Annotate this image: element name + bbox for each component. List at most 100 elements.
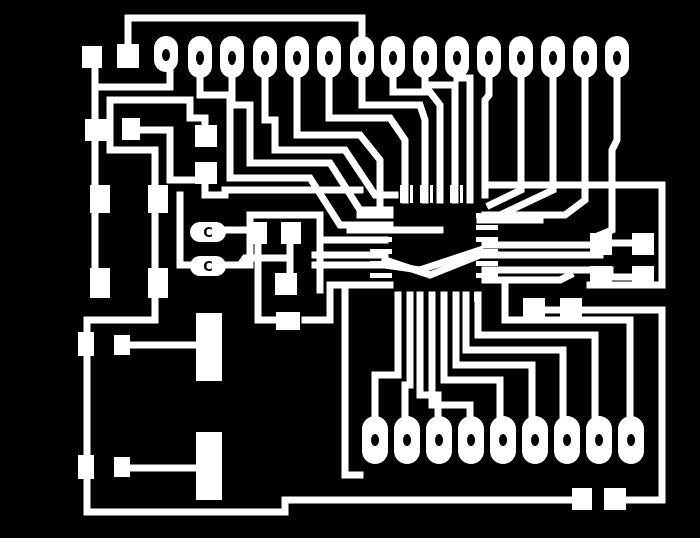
- trace-top-fan-11: [485, 51, 525, 210]
- ic-top-pin: [440, 185, 443, 203]
- top-oval-pad: [188, 36, 212, 78]
- trace-bottom-fan-8: [474, 291, 599, 439]
- pad-square: [572, 488, 592, 510]
- bottom-oval-pad: [426, 416, 452, 464]
- trace-mid-right: [301, 286, 334, 324]
- pad-square: [590, 266, 612, 288]
- bottom-oval-pad: [554, 416, 580, 464]
- pad-square: [196, 432, 222, 500]
- bottom-oval-pad: [490, 416, 516, 464]
- trace-bottom-fan-2: [401, 291, 414, 439]
- top-oval-pad: [541, 36, 565, 78]
- ic-side-pin: [476, 261, 498, 266]
- ic-top-pin: [468, 185, 471, 203]
- ic-side-pin: [370, 249, 392, 254]
- top-oval-pad: [573, 36, 597, 78]
- top-oval-pad: [509, 36, 533, 78]
- trace-top-fan-6: [358, 51, 429, 204]
- ic-footprint: [370, 185, 498, 302]
- trace-right-loop: [486, 181, 666, 289]
- trace-top-fan-3: [261, 51, 399, 199]
- ic-side-pin: [370, 273, 392, 278]
- ic-top-pin: [410, 185, 413, 203]
- pad-square: [281, 222, 301, 244]
- bottom-oval-pad: [362, 416, 388, 464]
- ic-bottom-pin: [419, 292, 423, 302]
- pad-square: [196, 313, 222, 381]
- pad-square: [117, 44, 139, 68]
- ic-side-pin: [370, 237, 392, 242]
- trace-top-fan-14: [595, 51, 621, 240]
- ic-side-pin: [476, 249, 498, 254]
- top-oval-pad: [381, 36, 405, 78]
- trace-ic-crossover-b: [381, 245, 485, 274]
- pad-square: [90, 185, 110, 213]
- top-oval-pad: [605, 36, 629, 78]
- pad-square: [85, 119, 107, 141]
- ic-top-pin: [430, 185, 433, 203]
- pad-square: [560, 298, 582, 320]
- pad-square: [604, 488, 626, 510]
- cap-label-c2: C: [203, 260, 213, 275]
- pad-square: [195, 125, 217, 147]
- trace-top-fan-1: [196, 51, 394, 229]
- ic-bottom-pin: [474, 292, 478, 302]
- pad-square: [122, 118, 140, 140]
- top-oval-pad: [253, 36, 277, 78]
- trace-top-fan-2: [228, 51, 394, 214]
- pad-square: [114, 457, 130, 477]
- pad-square: [195, 162, 217, 184]
- trace-bottom-fan-6: [452, 291, 536, 439]
- ic-top-pin: [450, 185, 453, 203]
- trace-mid-down: [331, 281, 364, 479]
- ic-bottom-pin: [397, 292, 401, 302]
- pad-square: [78, 455, 94, 479]
- top-oval-pad: [445, 36, 469, 78]
- pad-square: [276, 312, 300, 330]
- ic-top-pin: [460, 185, 463, 203]
- cap-pad-c2: [190, 256, 226, 276]
- ic-side-pin: [476, 225, 498, 230]
- ic-side-pin: [370, 213, 392, 218]
- ic-top-pin: [420, 185, 423, 203]
- ic-side-pin: [476, 273, 498, 278]
- ic-bottom-pin: [442, 292, 446, 302]
- pad-square: [632, 233, 654, 255]
- copper-traces: [83, 14, 666, 516]
- pad-square: [590, 233, 612, 255]
- capacitor-pads: C C: [190, 222, 226, 276]
- pad-square: [82, 46, 102, 68]
- pad-square: [247, 222, 267, 244]
- ic-side-pin: [370, 225, 392, 230]
- top-oval-pad: [477, 36, 501, 78]
- bottom-oval-pad: [522, 416, 548, 464]
- trace-top-fan-4: [293, 51, 384, 214]
- trace-left-inner: [106, 96, 209, 139]
- trace-pad-link: [126, 126, 209, 184]
- ic-bottom-pin: [408, 292, 412, 302]
- ic-bottom-pin: [464, 292, 468, 302]
- ic-bottom-pin: [454, 292, 458, 302]
- top-oval-pad: [220, 36, 244, 78]
- pad-square: [148, 268, 168, 298]
- bottom-oval-pad: [618, 416, 644, 464]
- top-oval-pad: [154, 36, 178, 72]
- top-oval-pad: [285, 36, 309, 78]
- top-oval-pad: [350, 36, 374, 78]
- ic-side-pin: [476, 237, 498, 242]
- top-connector: [154, 36, 629, 78]
- trace-to-left-column: [83, 286, 159, 324]
- ic-top-pin: [400, 185, 403, 203]
- ic-side-pin: [476, 213, 498, 218]
- trace-outer-right: [568, 306, 666, 504]
- top-oval-pad: [317, 36, 341, 78]
- trace-top-right-bus: [201, 171, 364, 199]
- trace-bottom-fan-7: [462, 291, 567, 439]
- trace-ic-right-5: [481, 270, 575, 284]
- pad-square: [90, 268, 110, 298]
- trace-top-fan-7: [389, 51, 444, 204]
- square-pads: [78, 44, 654, 510]
- bottom-oval-pad: [458, 416, 484, 464]
- pad-square: [114, 335, 130, 355]
